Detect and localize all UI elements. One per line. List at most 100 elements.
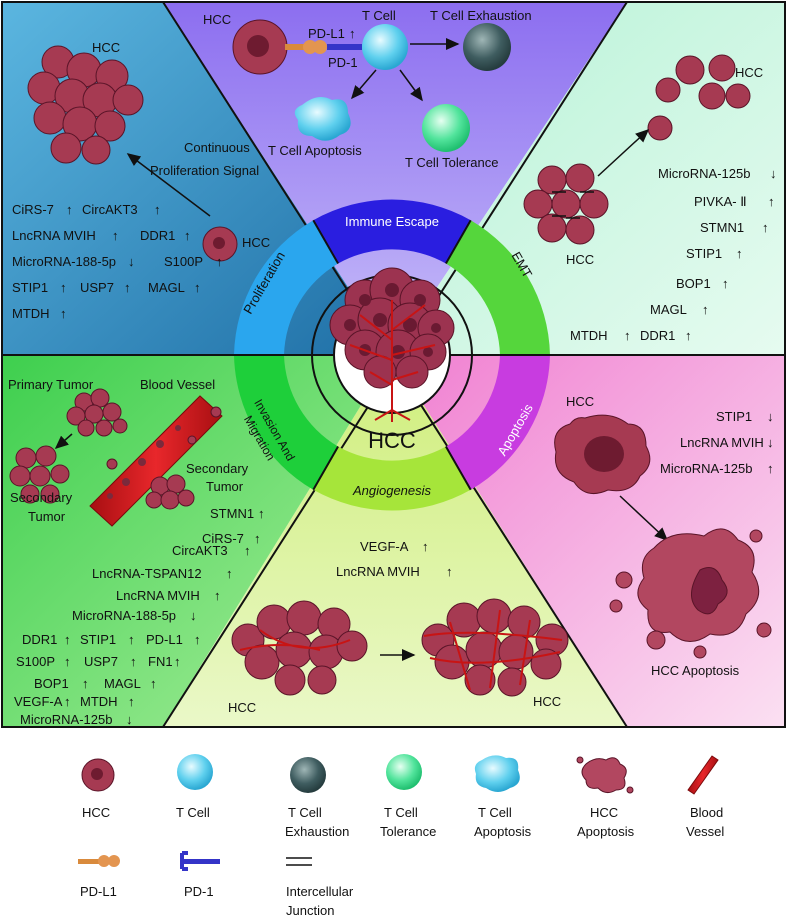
ring-angiogenesis — [313, 446, 471, 511]
ring-label-immune-escape: Immune Escape — [345, 214, 439, 229]
immune-escape-content: HCC PD-L1 ↑ PD-1 T Cell T Cell Exhaustio… — [203, 8, 532, 170]
emt-markers: MicroRNA-125b↓ PIVKA- Ⅱ↑ STMN1↑ STIP1↑ B… — [570, 166, 777, 343]
legend-hcc-apoptosis-icon — [581, 757, 627, 794]
angio-tumor-left — [231, 600, 368, 696]
svg-text:↑: ↑ — [64, 654, 71, 669]
ring-emt — [445, 220, 550, 355]
prolif-marker-2: LncRNA MVIH — [12, 228, 96, 243]
legend-tcell-icon — [177, 754, 213, 790]
legend-pdl1: PD-L1 — [78, 855, 120, 899]
svg-text:↑: ↑ — [60, 280, 67, 295]
apop-markers: STIP1↓ LncRNA MVIH↓ MicroRNA-125b↑ — [660, 409, 774, 476]
immune-exhaustion-icon — [463, 23, 511, 71]
inv-marker-10: USP7 — [84, 654, 118, 669]
apop-marker-1: LncRNA MVIH — [680, 435, 764, 450]
emt-marker-1: PIVKA- Ⅱ — [694, 194, 747, 209]
ring-apoptosis — [445, 355, 550, 490]
svg-text:↑: ↑ — [124, 280, 131, 295]
legend: HCC T Cell T Cell Exhaustion T Cell Tole… — [78, 754, 724, 918]
inv-vessel-label: Blood Vessel — [140, 377, 215, 392]
angio-marker-0: VEGF-A — [360, 539, 409, 554]
ring-label-angiogenesis: Angiogenesis — [352, 483, 432, 498]
legend-hccapop-line2: Apoptosis — [577, 824, 635, 839]
inv-marker-12: BOP1 — [34, 676, 69, 691]
svg-text:↑: ↑ — [702, 302, 709, 317]
legend-tapop-line1: T Cell — [478, 805, 512, 820]
emt-junction-cluster — [523, 163, 609, 245]
pdl1-pd1-bond-icon — [285, 40, 362, 54]
legend-tolerance-line2: Tolerance — [380, 824, 436, 839]
legend-hcc: HCC — [81, 758, 115, 820]
immune-tcell-apoptosis-label: T Cell Apoptosis — [268, 143, 362, 158]
svg-text:↑: ↑ — [150, 676, 157, 691]
inv-marker-15: MTDH — [80, 694, 118, 709]
immune-tcell-label: T Cell — [362, 8, 396, 23]
inv-secondary-left-2: Tumor — [28, 509, 66, 524]
legend-pd1-label: PD-1 — [184, 884, 214, 899]
svg-text:↑: ↑ — [216, 254, 223, 269]
apop-marker-0: STIP1 — [716, 409, 752, 424]
immune-hcc-cell — [232, 19, 288, 75]
svg-text:↑: ↑ — [685, 328, 692, 343]
legend-hcc-apoptosis: HCC Apoptosis — [576, 756, 635, 839]
legend-exhaustion-line1: T Cell — [288, 805, 322, 820]
inv-marker-7: STIP1 — [80, 632, 116, 647]
svg-text:↑: ↑ — [722, 276, 729, 291]
inv-secondary-right-1: Secondary — [186, 461, 249, 476]
legend-exhaustion-icon — [290, 757, 326, 793]
prolif-marker-7: USP7 — [80, 280, 114, 295]
immune-pdl1-label: PD-L1 — [308, 26, 345, 41]
prolif-marker-6: STIP1 — [12, 280, 48, 295]
inv-marker-14: VEGF-A — [14, 694, 63, 709]
angiogenesis-content: VEGF-A↑ LncRNA MVIH↑ HCC HCC — [228, 539, 569, 715]
svg-text:↑: ↑ — [64, 632, 71, 647]
legend-junction: Intercellular Junction — [286, 857, 354, 918]
emt-marker-7: DDR1 — [640, 328, 675, 343]
ring-proliferation — [234, 220, 339, 355]
ring-immune-escape — [313, 199, 471, 264]
immune-hcc-label: HCC — [203, 12, 231, 27]
svg-text:↑: ↑ — [174, 654, 181, 669]
emt-marker-0: MicroRNA-125b — [658, 166, 750, 181]
center-label: HCC — [368, 428, 416, 453]
apop-marker-2: MicroRNA-125b — [660, 461, 752, 476]
svg-text:↑: ↑ — [446, 564, 453, 579]
central-ring: Immune Escape EMT Apoptosis Angiogenesis… — [234, 199, 550, 511]
inv-secondary-left-1: Secondary — [10, 490, 73, 505]
angio-marker-1: LncRNA MVIH — [336, 564, 420, 579]
inv-marker-16: MicroRNA-125b — [20, 712, 112, 727]
legend-tcell-apoptosis: T Cell Apoptosis — [474, 755, 532, 839]
emt-marker-6: MTDH — [570, 328, 608, 343]
svg-text:↑: ↑ — [194, 280, 201, 295]
svg-text:↑: ↑ — [66, 202, 73, 217]
inv-marker-0: STMN1 — [210, 506, 254, 521]
emt-content: HCC HCC MicroRNA-125b↓ PIVKA- Ⅱ↑ STMN1↑ … — [523, 54, 777, 343]
inv-blood-vessel-icon — [89, 395, 223, 527]
prolif-signal-line1: Continuous — [184, 140, 250, 155]
inv-marker-5: MicroRNA-188-5p — [72, 608, 176, 623]
legend-vessel-line1: Blood — [690, 805, 723, 820]
svg-text:↓: ↓ — [190, 608, 197, 623]
legend-tolerance-line1: T Cell — [384, 805, 418, 820]
legend-pd1: PD-1 — [180, 851, 220, 899]
immune-escape-panel — [163, 2, 627, 355]
proliferation-content: HCC Continuous Proliferation Signal HCC … — [12, 40, 270, 321]
prolif-signal-line2: Proliferation Signal — [150, 163, 259, 178]
svg-text:↑: ↑ — [422, 539, 429, 554]
inv-secondary-left-icon — [9, 445, 70, 504]
inv-marker-13: MAGL — [104, 676, 141, 691]
inv-primary-label: Primary Tumor — [8, 377, 94, 392]
immune-pdl1-arrow: ↑ — [349, 26, 356, 41]
svg-text:↑: ↑ — [184, 228, 191, 243]
svg-text:↑: ↑ — [244, 543, 251, 558]
prolif-marker-0: CiRS-7 — [12, 202, 54, 217]
svg-text:↑: ↑ — [768, 194, 775, 209]
legend-hccapop-line1: HCC — [590, 805, 618, 820]
inv-markers: STMN1↑ CiRS-7↑ CircAKT3↑ LncRNA-TSPAN12↑… — [14, 506, 265, 727]
emt-hcc-right-label: HCC — [735, 65, 763, 80]
prolif-marker-4: MicroRNA-188-5p — [12, 254, 116, 269]
svg-text:↑: ↑ — [736, 246, 743, 261]
prolif-marker-1: CircAKT3 — [82, 202, 138, 217]
svg-text:↑: ↑ — [82, 676, 89, 691]
svg-text:↑: ↑ — [128, 694, 135, 709]
